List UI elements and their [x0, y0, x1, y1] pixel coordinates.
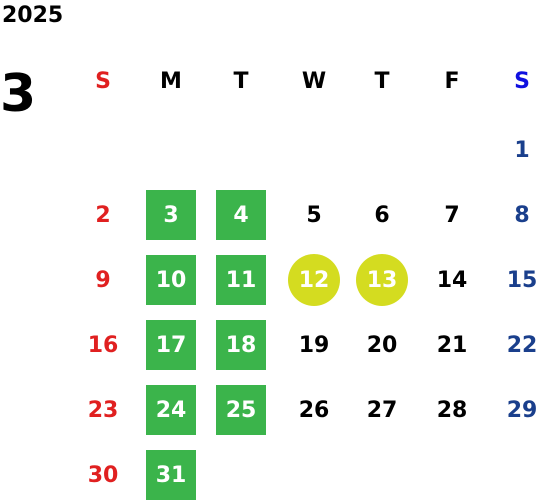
day-cell[interactable]: 26	[298, 397, 330, 423]
day-cell[interactable]: 4	[216, 190, 266, 240]
day-cell[interactable]: 13	[356, 254, 408, 306]
day-cell[interactable]: 27	[366, 397, 398, 423]
day-cell[interactable]: 16	[87, 332, 119, 358]
day-cell[interactable]: 9	[95, 267, 111, 293]
day-cell[interactable]: 28	[436, 397, 468, 423]
weekday-header: S	[95, 68, 111, 94]
weekday-header: T	[233, 68, 249, 94]
day-cell[interactable]: 23	[87, 397, 119, 423]
day-cell[interactable]: 14	[436, 267, 468, 293]
day-cell[interactable]: 15	[506, 267, 538, 293]
day-cell[interactable]: 21	[436, 332, 468, 358]
weekday-header: S	[514, 68, 530, 94]
weekday-header: W	[301, 68, 327, 94]
day-cell[interactable]: 12	[288, 254, 340, 306]
weekday-header: F	[444, 68, 460, 94]
year-label: 2025	[2, 3, 64, 28]
day-cell[interactable]: 20	[366, 332, 398, 358]
day-cell[interactable]: 10	[146, 255, 196, 305]
day-cell[interactable]: 25	[216, 385, 266, 435]
day-cell[interactable]: 22	[506, 332, 538, 358]
day-cell[interactable]: 24	[146, 385, 196, 435]
day-cell[interactable]: 31	[146, 450, 196, 500]
day-cell[interactable]: 1	[514, 137, 530, 163]
month-label: 3	[0, 64, 37, 124]
day-cell[interactable]: 5	[306, 202, 322, 228]
day-cell[interactable]: 19	[298, 332, 330, 358]
day-cell[interactable]: 29	[506, 397, 538, 423]
day-cell[interactable]: 7	[444, 202, 460, 228]
day-cell[interactable]: 2	[95, 202, 111, 228]
day-cell[interactable]: 18	[216, 320, 266, 370]
weekday-header: T	[374, 68, 390, 94]
day-cell[interactable]: 3	[146, 190, 196, 240]
day-cell[interactable]: 8	[514, 202, 530, 228]
day-cell[interactable]: 11	[216, 255, 266, 305]
day-cell[interactable]: 17	[146, 320, 196, 370]
day-cell[interactable]: 6	[374, 202, 390, 228]
weekday-header: M	[160, 68, 182, 94]
day-cell[interactable]: 30	[87, 462, 119, 488]
